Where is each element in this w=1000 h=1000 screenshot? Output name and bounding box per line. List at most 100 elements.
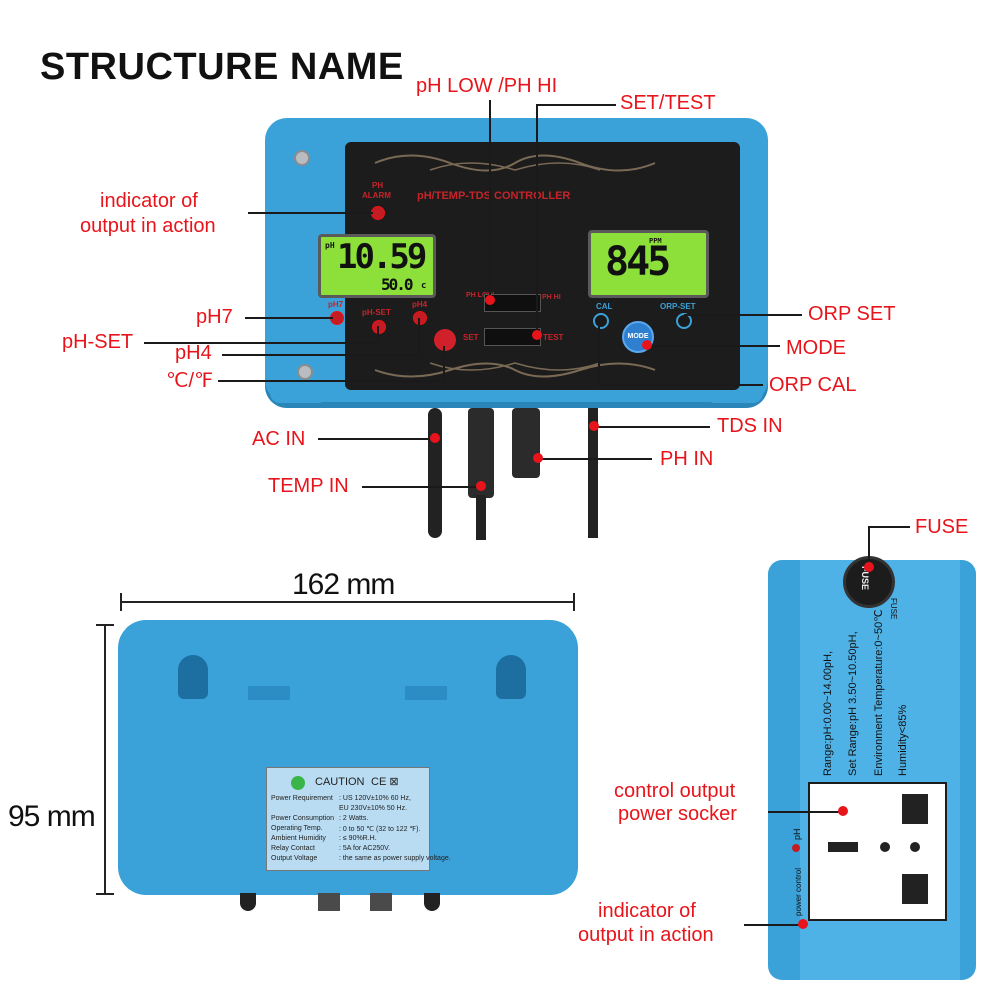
callout-indicator-bottom-1: indicator of <box>598 900 696 922</box>
caution-row-value: : 5A for AC250V. <box>339 845 391 852</box>
ph-lcd-tag: pH <box>325 241 335 250</box>
callout-indicator-top-1: indicator of <box>100 190 198 212</box>
leader-line <box>598 426 710 428</box>
leader-line <box>362 486 476 488</box>
ph-connector <box>512 408 540 478</box>
leader-line <box>768 811 840 813</box>
caution-row-label: Ambient Humidity <box>271 835 326 842</box>
leader-line <box>489 100 491 300</box>
ph-set-button[interactable] <box>372 320 386 334</box>
callout-indicator-bottom-2: output in action <box>578 924 714 946</box>
ac-cable <box>428 408 442 538</box>
callout-dot <box>532 330 542 340</box>
callout-dot <box>485 295 495 305</box>
callout-c-f: ℃/℉ <box>166 370 214 392</box>
dimension-tick <box>96 893 114 895</box>
caution-row-label: Power Consumption <box>271 815 335 822</box>
leader-line <box>144 342 378 344</box>
callout-ph-set: pH-SET <box>62 331 134 353</box>
range-text-4: Humidity<85% <box>897 704 909 776</box>
callout-dot <box>838 806 848 816</box>
screw-icon <box>297 364 313 380</box>
ph7-key-label: pH7 <box>328 300 344 309</box>
caution-row-value: EU 230V±10% 50 Hz. <box>339 805 408 812</box>
switch-label: SET <box>463 333 479 342</box>
ph-low-hi-switch[interactable] <box>484 294 541 312</box>
tds-lcd: PPM 845 <box>588 230 709 298</box>
callout-set-test: SET/TEST <box>620 92 716 114</box>
leader-line <box>648 345 780 347</box>
switch-label: PH LOW <box>466 292 494 299</box>
switch-label: TEST <box>543 333 564 342</box>
leader-line <box>868 526 870 566</box>
tds-cable <box>588 408 598 538</box>
callout-ph-low-hi: pH LOW /PH HI <box>416 75 558 97</box>
power-control-label: power control <box>794 867 803 916</box>
range-text-3: Environment Temperature:0~50℃ <box>873 609 885 776</box>
panel-title: pH/TEMP-TDS CONTROLLER <box>417 190 571 202</box>
socket-pin-slot <box>902 874 928 904</box>
callout-dot <box>589 421 599 431</box>
vent-slot <box>405 686 447 700</box>
callout-ph7: pH7 <box>196 306 233 328</box>
caution-row-value: : 2 Watts. <box>339 815 369 822</box>
temp-unit-button[interactable] <box>434 329 456 351</box>
callout-dot <box>476 481 486 491</box>
back-cable <box>240 893 256 911</box>
socket-pin-hole <box>910 842 920 852</box>
ph-indicator-label: pH <box>792 828 802 840</box>
socket-pin-slot <box>902 794 928 824</box>
power-socket[interactable] <box>808 782 947 921</box>
caution-heading: CAUTION <box>315 776 365 788</box>
dimension-tick <box>573 593 575 611</box>
cal-key-label: CAL <box>596 302 613 311</box>
fuse-side-label: FUSE <box>889 598 898 620</box>
caution-row-value: : US 120V±10% 60 Hz, <box>339 795 411 802</box>
ph4-button[interactable] <box>413 311 427 325</box>
caution-logo-icon <box>291 776 305 790</box>
leader-line <box>536 104 538 334</box>
leader-line <box>598 320 600 386</box>
callout-orp-cal: ORP CAL <box>769 374 857 396</box>
dimension-line <box>120 601 575 603</box>
height-dimension: 95 mm <box>8 800 96 833</box>
page-title: STRUCTURE NAME <box>40 46 404 88</box>
screw-icon <box>294 150 310 166</box>
ph-indicator-light <box>792 844 800 852</box>
alarm-indicator-light <box>371 206 385 220</box>
dimension-tick <box>96 624 114 626</box>
leader-line <box>536 104 616 106</box>
caution-row-value: : 0 to 50 ℃ (32 to 122 ℉). <box>339 826 421 833</box>
callout-socket-2: power socker <box>618 803 737 825</box>
caution-row-value: : the same as power supply voltage. <box>339 855 451 862</box>
leader-line <box>218 380 444 382</box>
callout-ac-in: AC IN <box>252 428 306 450</box>
socket-pin-slot <box>828 842 858 852</box>
leader-line <box>744 924 802 926</box>
ornament-bottom <box>374 362 656 378</box>
leader-line <box>222 354 419 356</box>
tds-reading: 845 <box>605 239 671 285</box>
back-connector <box>370 893 392 911</box>
callout-dot <box>533 453 543 463</box>
caution-row-label: Output Voltage <box>271 855 318 862</box>
mode-button[interactable]: MODE <box>622 321 654 353</box>
leader-line <box>684 314 802 316</box>
ph-lcd: pH 10.59 50.0 c <box>318 234 436 298</box>
caution-row-label: Power Requirement <box>271 795 333 802</box>
ph4-key-label: pH4 <box>412 300 428 309</box>
width-dimension: 162 mm <box>292 568 395 601</box>
back-connector <box>318 893 340 911</box>
leader-line <box>868 526 910 528</box>
callout-ph4: pH4 <box>175 342 212 364</box>
callout-fuse: FUSE <box>915 516 969 538</box>
tds-unit: PPM <box>649 237 662 245</box>
orp-cal-button[interactable] <box>593 313 609 329</box>
callout-dot <box>864 562 874 572</box>
caution-row-label: Relay Contact <box>271 845 315 852</box>
callout-socket-1: control output <box>614 780 736 802</box>
temp-unit: c <box>421 281 427 291</box>
ph-reading: 10.59 <box>337 237 427 277</box>
ornament-top <box>374 154 656 172</box>
range-text-2: Set Range:pH 3.50~10.50pH, <box>847 631 859 776</box>
